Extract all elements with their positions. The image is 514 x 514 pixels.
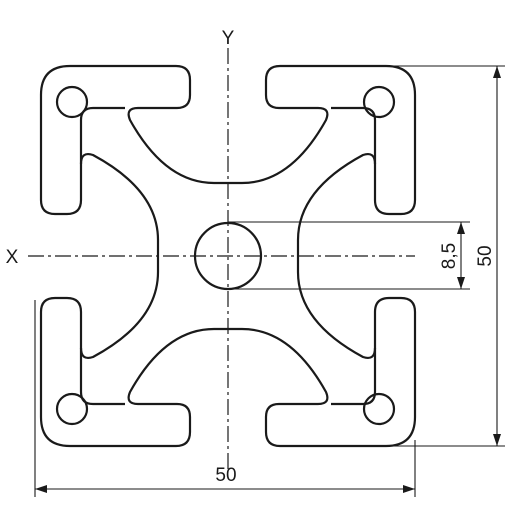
height-arrow-bottom	[493, 434, 501, 446]
groove-top-left	[79, 106, 125, 164]
corner-hole-bottom-left	[55, 392, 89, 426]
height-arrow-top	[493, 66, 501, 78]
width-arrow-right	[403, 485, 415, 493]
width-arrow-left	[35, 485, 47, 493]
bore-arrow-top	[457, 222, 465, 234]
bore-arrow-bottom	[457, 277, 465, 289]
axis-y-label: Y	[222, 28, 235, 49]
groove-top-right	[331, 106, 377, 164]
corner-hole-top-left	[55, 85, 89, 119]
groove-bottom-right	[331, 348, 377, 406]
corner-hole-bottom-right	[362, 392, 396, 426]
height-dimension-label: 50	[475, 245, 496, 266]
axis-x-label: X	[6, 247, 19, 268]
width-dimension-label: 50	[215, 465, 236, 486]
corner-hole-top-right	[362, 85, 396, 119]
groove-bottom-left	[79, 348, 125, 406]
bore-dimension-label: 8,5	[439, 243, 460, 269]
